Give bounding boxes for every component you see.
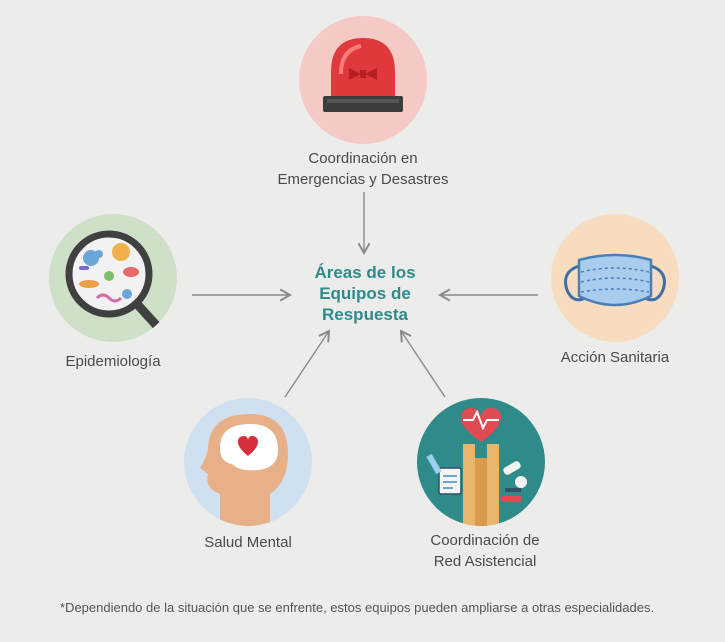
epidemiologia-circle — [49, 214, 177, 342]
red-asistencial-label-line1: Coordinación de — [430, 532, 540, 549]
accion-sanitaria-circle — [551, 214, 679, 342]
emergencias-label: Coordinación en Emergencias y Desastres — [263, 148, 463, 190]
salud-mental-label: Salud Mental — [204, 534, 292, 551]
siren-icon — [323, 38, 403, 112]
healthcare-network-icon — [426, 408, 527, 526]
red-asistencial-circle — [417, 398, 545, 526]
center-title: Áreas de los Equipos de Respuesta — [290, 262, 440, 325]
face-mask-icon — [564, 253, 666, 307]
center-title-line2: Equipos de — [319, 284, 411, 303]
arrow-from-salud-mental — [284, 329, 331, 398]
emergencias-label-line2: Emergencias y Desastres — [277, 171, 449, 188]
accion-sanitaria-label: Acción Sanitaria — [560, 349, 670, 366]
arrow-from-red-asistencial — [399, 329, 446, 398]
emergencias-circle — [299, 16, 427, 144]
head-heart-icon — [200, 414, 288, 526]
center-title-line1: Áreas de los — [314, 263, 416, 282]
salud-mental-circle — [184, 398, 312, 526]
footnote: *Dependiendo de la situación que se enfr… — [60, 600, 655, 615]
red-asistencial-label: Coordinación de Red Asistencial — [405, 530, 565, 572]
magnifier-microbes-icon — [65, 230, 162, 331]
epidemiologia-label: Epidemiología — [65, 353, 161, 370]
red-asistencial-label-line2: Red Asistencial — [433, 553, 537, 570]
center-title-line3: Respuesta — [322, 305, 408, 324]
emergencias-label-line1: Coordinación en — [308, 150, 418, 167]
